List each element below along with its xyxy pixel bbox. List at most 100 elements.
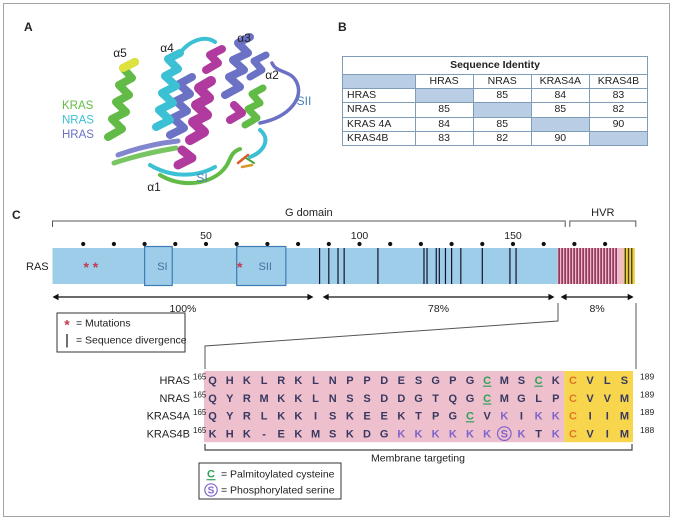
sequence-letter: D <box>380 375 388 387</box>
sequence-letter: S <box>415 375 422 387</box>
identity-percent-label: 78% <box>428 303 449 315</box>
sequence-letter: T <box>415 411 422 423</box>
structure-annotation: α1 <box>147 180 161 194</box>
region-bracket <box>52 220 566 227</box>
sequence-letter: T <box>535 428 542 440</box>
sequence-letter: Q <box>449 393 458 405</box>
structure-annotation: α4 <box>160 41 174 55</box>
sequence-letter: C <box>569 411 577 423</box>
sequence-letter: M <box>259 393 268 405</box>
sequence-letter: P <box>449 375 456 387</box>
residue-dot-marker <box>541 241 546 247</box>
region-bracket-label: HVR <box>591 207 614 219</box>
sequence-letter: E <box>381 411 388 423</box>
residue-dot-marker <box>449 241 454 247</box>
sequence-letter: D <box>397 393 405 405</box>
sequence-letter: M <box>620 411 629 423</box>
residue-dot-marker <box>111 241 116 247</box>
table-cell: 90 <box>530 131 589 145</box>
identity-percent-label: 8% <box>590 303 605 315</box>
alignment-hvr-block <box>204 371 565 443</box>
table-cell: 90 <box>588 117 647 131</box>
table-row-label: HRAS <box>347 89 377 102</box>
sequence-letter: S <box>518 375 525 387</box>
sequence-letter: K <box>294 411 302 423</box>
sequence-letter: I <box>606 411 609 423</box>
table-cell <box>530 117 589 131</box>
sequence-letter: D <box>363 428 371 440</box>
panel-c-label: C <box>12 208 21 222</box>
region-bracket-label: G domain <box>285 207 333 219</box>
sequence-letter: I <box>606 428 609 440</box>
residue-dot-marker <box>173 241 178 247</box>
structure-annotation: α5 <box>113 46 127 60</box>
sequence-letter: K <box>552 428 560 440</box>
residue-dot-marker <box>357 241 362 247</box>
sequence-letter: G <box>414 393 423 405</box>
sequence-letter: L <box>604 375 611 387</box>
alignment-end-residue: 189 <box>640 389 654 399</box>
table-cell: 84 <box>530 89 589 103</box>
sequence-letter: K <box>432 428 440 440</box>
identity-percent-label: 100% <box>170 303 197 315</box>
alignment-start-residue: 165 <box>193 390 207 399</box>
table-cell <box>414 89 473 103</box>
bar-label: RAS <box>26 261 49 273</box>
structure-legend-kras: KRAS <box>62 100 94 112</box>
table-col-header: HRAS <box>414 75 473 89</box>
sequence-letter: D <box>380 393 388 405</box>
table-cell: 85 <box>530 103 589 117</box>
alignment-row-label: KRAS4B <box>147 428 190 440</box>
sequence-letter: V <box>586 393 594 405</box>
legend-box-modifications <box>198 462 342 500</box>
sequence-letter: C <box>535 375 543 387</box>
sequence-letter: G <box>431 375 440 387</box>
switch-box <box>144 245 173 287</box>
ligand-stick <box>236 153 250 165</box>
sequence-letter: P <box>363 375 370 387</box>
alignment-end-residue: 188 <box>640 425 654 435</box>
sequence-letter: C <box>569 375 577 387</box>
hvr-bar <box>617 248 624 284</box>
sequence-letter: K <box>397 411 405 423</box>
sequence-letter: S <box>621 375 628 387</box>
sequence-letter: H <box>226 428 234 440</box>
sequence-letter: G <box>380 428 389 440</box>
sequence-letter: M <box>620 428 629 440</box>
sequence-letter: I <box>589 411 592 423</box>
legend-text: = Sequence divergence <box>76 335 187 347</box>
sequence-letter: K <box>277 393 285 405</box>
sequence-letter: K <box>294 375 302 387</box>
sequence-letter: V <box>604 393 612 405</box>
arrowhead-left <box>322 293 329 301</box>
alignment-row-label: NRAS <box>159 393 190 405</box>
residue-dot-marker <box>296 241 301 247</box>
sequence-letter: L <box>312 375 319 387</box>
sequence-letter: L <box>535 393 542 405</box>
structure-annotation: α3 <box>237 31 251 45</box>
sequence-letter: K <box>209 428 217 440</box>
arrowhead-right <box>548 293 555 301</box>
alignment-end-residue: 189 <box>640 372 654 382</box>
sequence-letter: P <box>432 411 439 423</box>
table-row-label: NRAS <box>347 103 377 116</box>
arrowhead-left <box>560 293 567 301</box>
ligand-stick <box>240 163 254 169</box>
g-domain-bar <box>52 248 558 284</box>
sequence-letter: E <box>363 411 370 423</box>
sequence-letter: G <box>466 393 475 405</box>
structure-legend-nras: NRAS <box>62 115 94 127</box>
residue-dot-marker <box>142 241 147 247</box>
sequence-letter: L <box>261 411 268 423</box>
switch-box <box>236 245 287 287</box>
sequence-letter: R <box>277 375 285 387</box>
switch-box-label: SII <box>259 261 272 273</box>
structure-legend-hras: HRAS <box>62 129 94 141</box>
residue-dot-marker <box>203 241 209 247</box>
residue-dot-marker <box>603 241 608 247</box>
residue-dot-marker <box>572 241 577 247</box>
table-cell: 82 <box>472 131 531 145</box>
sequence-letter: S <box>363 393 370 405</box>
